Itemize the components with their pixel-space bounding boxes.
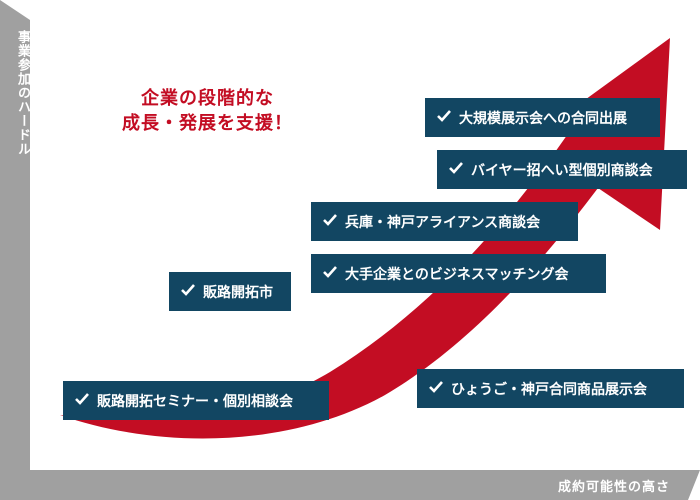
item-seminar: 販路開拓セミナー・個別相談会 <box>63 381 329 420</box>
y-axis-label: 事業参加のハードル <box>15 30 30 156</box>
item-buyer-meeting: バイヤー招へい型個別商談会 <box>437 150 687 189</box>
item-trade-show: 大規模展示会への合同出展 <box>425 98 660 137</box>
item-label: 販路開拓市 <box>203 284 273 301</box>
item-product-exhibition: ひょうご・神戸合同商品展示会 <box>417 369 684 408</box>
item-label: ひょうご・神戸合同商品展示会 <box>451 381 647 398</box>
check-icon <box>449 161 463 178</box>
check-icon <box>437 109 451 126</box>
check-icon <box>429 380 443 397</box>
headline: 企業の段階的な 成長・発展を支援！ <box>100 86 315 136</box>
headline-line1: 企業の段階的な <box>141 88 274 109</box>
item-label: 大規模展示会への合同出展 <box>459 110 627 127</box>
x-axis-label: 成約可能性の高さ <box>557 480 670 495</box>
x-axis-bar <box>0 470 700 500</box>
item-market: 販路開拓市 <box>169 272 291 311</box>
y-axis-bar <box>0 0 30 470</box>
item-label: 大手企業とのビジネスマッチング会 <box>345 266 569 283</box>
check-icon <box>75 392 89 409</box>
check-icon <box>323 213 337 230</box>
check-icon <box>181 283 195 300</box>
headline-line2: 成長・発展を支援！ <box>122 113 293 134</box>
item-label: 兵庫・神戸アライアンス商談会 <box>345 214 541 231</box>
check-icon <box>323 265 337 282</box>
item-alliance-meeting: 兵庫・神戸アライアンス商談会 <box>311 202 578 241</box>
item-label: バイヤー招へい型個別商談会 <box>471 162 653 179</box>
item-business-matching: 大手企業とのビジネスマッチング会 <box>311 254 606 293</box>
item-label: 販路開拓セミナー・個別相談会 <box>97 393 293 410</box>
